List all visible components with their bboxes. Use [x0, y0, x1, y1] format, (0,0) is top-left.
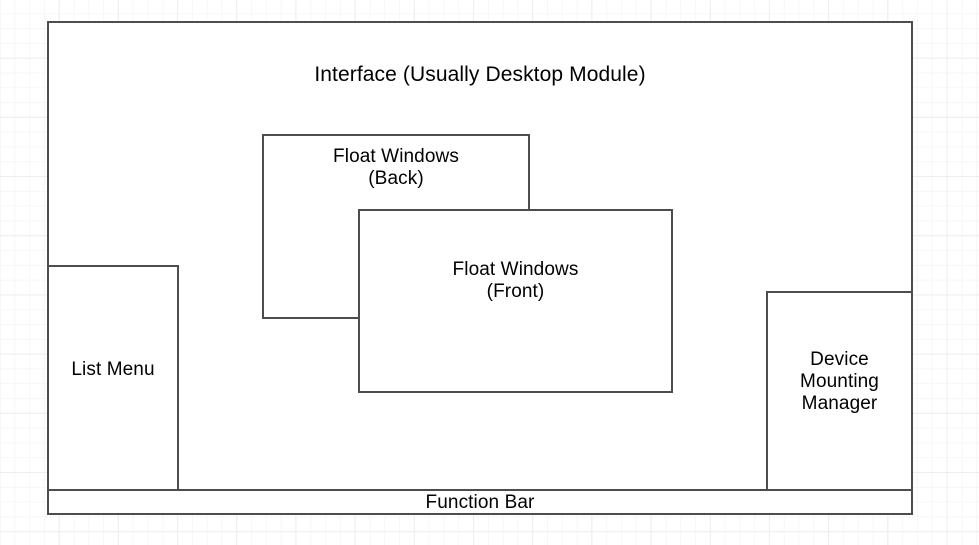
- list-menu-label: List Menu: [71, 359, 155, 380]
- float-window-front-box[interactable]: Float Windows (Front): [358, 209, 673, 393]
- device-mounting-manager-label: Device Mounting Manager: [800, 349, 879, 415]
- function-bar-label: Function Bar: [425, 492, 535, 513]
- device-mounting-manager-box[interactable]: Device Mounting Manager: [766, 291, 913, 491]
- function-bar-box[interactable]: Function Bar: [47, 489, 913, 515]
- interface-title: Interface (Usually Desktop Module): [314, 63, 646, 86]
- list-menu-box[interactable]: List Menu: [47, 265, 179, 491]
- float-window-front-label: Float Windows (Front): [452, 259, 579, 303]
- float-window-back-label: Float Windows (Back): [333, 146, 459, 190]
